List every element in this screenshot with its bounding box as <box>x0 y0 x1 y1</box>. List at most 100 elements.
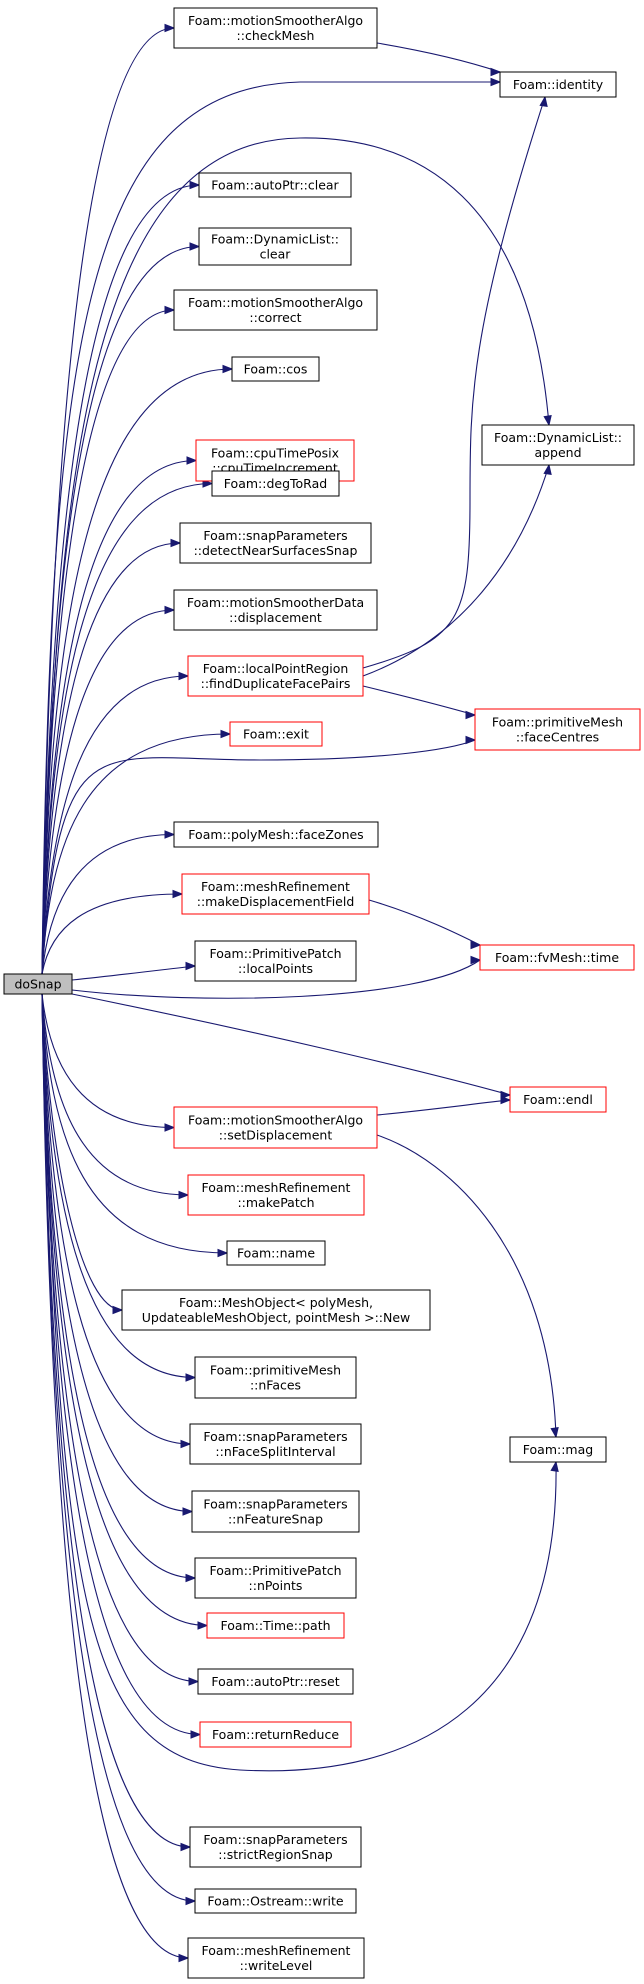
arrowhead <box>188 1677 200 1686</box>
node-returnReduce[interactable]: Foam::returnReduce <box>199 1721 352 1748</box>
arrowhead <box>543 414 552 427</box>
arrowhead <box>185 961 197 971</box>
node-box <box>189 1423 362 1465</box>
edge-line <box>41 993 201 1736</box>
node-label: Foam::meshRefinement <box>201 879 350 894</box>
node-box <box>173 589 378 631</box>
node-label: Foam::Time::path <box>220 1618 330 1633</box>
node-mag[interactable]: Foam::mag <box>509 1436 607 1463</box>
node-nFaceSplit[interactable]: Foam::snapParameters::nFaceSplitInterval <box>189 1423 362 1465</box>
edge-line <box>41 993 557 1772</box>
node-displacement[interactable]: Foam::motionSmootherData::displacement <box>173 589 378 631</box>
node-path[interactable]: Foam::Time::path <box>206 1612 345 1639</box>
edge-setDisp-to-endl <box>376 1095 512 1116</box>
node-name[interactable]: Foam::name <box>226 1240 326 1266</box>
node-reset[interactable]: Foam::autoPtr::reset <box>197 1668 354 1695</box>
arrowhead <box>220 729 232 739</box>
node-faceZones[interactable]: Foam::polyMesh::faceZones <box>173 821 379 848</box>
node-box <box>198 227 352 266</box>
edge-line <box>41 993 175 1129</box>
node-label: Foam::autoPtr::reset <box>211 1674 339 1689</box>
node-endl[interactable]: Foam::endl <box>509 1086 607 1113</box>
node-label: ::faceCentres <box>516 730 599 745</box>
edge-doSnap-to-makePatch <box>41 993 190 1200</box>
node-detectNear[interactable]: Foam::snapParameters::detectNearSurfaces… <box>179 522 372 564</box>
node-label: Foam::meshRefinement <box>202 1180 351 1195</box>
node-box <box>179 522 372 564</box>
node-box <box>509 1086 607 1113</box>
node-cos[interactable]: Foam::cos <box>231 356 320 382</box>
node-checkMesh[interactable]: Foam::motionSmootherAlgo::checkMesh <box>173 7 378 49</box>
node-label: Foam::identity <box>513 77 604 92</box>
node-label: Foam::snapParameters <box>203 528 347 543</box>
node-box <box>198 172 352 198</box>
node-box <box>194 1557 357 1599</box>
node-nFeature[interactable]: Foam::snapParameters::nFeatureSnap <box>191 1490 360 1533</box>
arrowhead <box>180 1439 192 1449</box>
edge-makeDisp-to-time <box>368 899 482 950</box>
arrowhead <box>217 1248 229 1258</box>
node-label: append <box>534 445 581 460</box>
edge-line <box>41 733 231 975</box>
edge-line <box>41 993 199 1683</box>
node-label: ::findDuplicateFacePairs <box>201 676 351 691</box>
node-degToRad[interactable]: Foam::degToRad <box>211 470 340 497</box>
edge-line <box>41 245 200 975</box>
node-autoPtrClear[interactable]: Foam::autoPtr::clear <box>198 172 352 198</box>
node-box <box>3 973 73 995</box>
node-meshObjNew[interactable]: Foam::MeshObject< polyMesh,UpdateableMes… <box>121 1289 431 1331</box>
arrowhead <box>178 1953 190 1963</box>
node-dynListClear[interactable]: Foam::DynamicList::clear <box>198 227 352 266</box>
node-writeLevel[interactable]: Foam::meshRefinement::writeLevel <box>187 1937 365 1979</box>
edge-doSnap-to-degToRad <box>41 479 214 975</box>
node-label: Foam::MeshObject< polyMesh, <box>179 1295 373 1310</box>
node-findDup[interactable]: Foam::localPointRegion::findDuplicateFac… <box>187 655 364 697</box>
node-label: Foam::snapParameters <box>203 1832 347 1847</box>
arrowhead <box>172 889 184 899</box>
node-label: ::nFeatureSnap <box>228 1512 323 1527</box>
node-label: ::correct <box>249 310 301 325</box>
node-nFaces[interactable]: Foam::primitiveMesh::nFaces <box>194 1356 357 1399</box>
arrowhead <box>182 1507 194 1516</box>
node-setDisp[interactable]: Foam::motionSmootherAlgo::setDisplacemen… <box>173 1106 378 1149</box>
node-faceCentres[interactable]: Foam::primitiveMesh::faceCentres <box>474 708 641 751</box>
node-label: Foam::snapParameters <box>203 1429 347 1444</box>
arrowhead <box>550 1426 559 1439</box>
node-append[interactable]: Foam::DynamicList::append <box>481 424 635 466</box>
edge-line <box>41 309 175 975</box>
node-label: Foam::PrimitivePatch <box>209 946 341 961</box>
node-makeDisp[interactable]: Foam::meshRefinement::makeDisplacementFi… <box>181 873 370 915</box>
node-label: ::makePatch <box>237 1195 314 1210</box>
edge-line <box>41 993 191 1445</box>
node-box <box>194 940 357 982</box>
node-strictRegion[interactable]: Foam::snapParameters::strictRegionSnap <box>189 1826 362 1868</box>
edge-line <box>376 42 501 73</box>
edge-doSnap-to-checkMesh <box>41 23 176 975</box>
node-exit[interactable]: Foam::exit <box>229 721 323 747</box>
node-makePatch[interactable]: Foam::meshRefinement::makePatch <box>187 1174 365 1216</box>
edge-doSnap-to-append <box>41 137 552 975</box>
edge-doSnap-to-nFeature <box>41 993 194 1516</box>
edge-findDup-to-append <box>362 463 552 677</box>
node-box <box>211 470 340 497</box>
node-box <box>173 821 379 848</box>
edge-line <box>41 993 196 1902</box>
node-box <box>191 1490 360 1533</box>
node-nPoints[interactable]: Foam::PrimitivePatch::nPoints <box>194 1557 357 1599</box>
edge-line <box>41 609 175 975</box>
node-box <box>499 71 617 98</box>
node-correct[interactable]: Foam::motionSmootherAlgo::correct <box>173 289 378 331</box>
edge-line <box>41 993 123 1311</box>
arrowhead <box>190 1730 202 1739</box>
node-label: ::localPoints <box>238 961 313 976</box>
node-time[interactable]: Foam::fvMesh::time <box>479 944 635 971</box>
node-localPoints[interactable]: Foam::PrimitivePatch::localPoints <box>194 940 357 982</box>
arrowhead <box>185 1573 197 1583</box>
node-identity[interactable]: Foam::identity <box>499 71 617 98</box>
arrowhead <box>197 1621 209 1630</box>
arrowhead <box>465 710 477 720</box>
node-write[interactable]: Foam::Ostream::write <box>194 1888 357 1914</box>
node-label: Foam::name <box>237 1246 315 1261</box>
node-doSnap[interactable]: doSnap <box>3 973 73 995</box>
edge-line <box>376 1134 557 1438</box>
